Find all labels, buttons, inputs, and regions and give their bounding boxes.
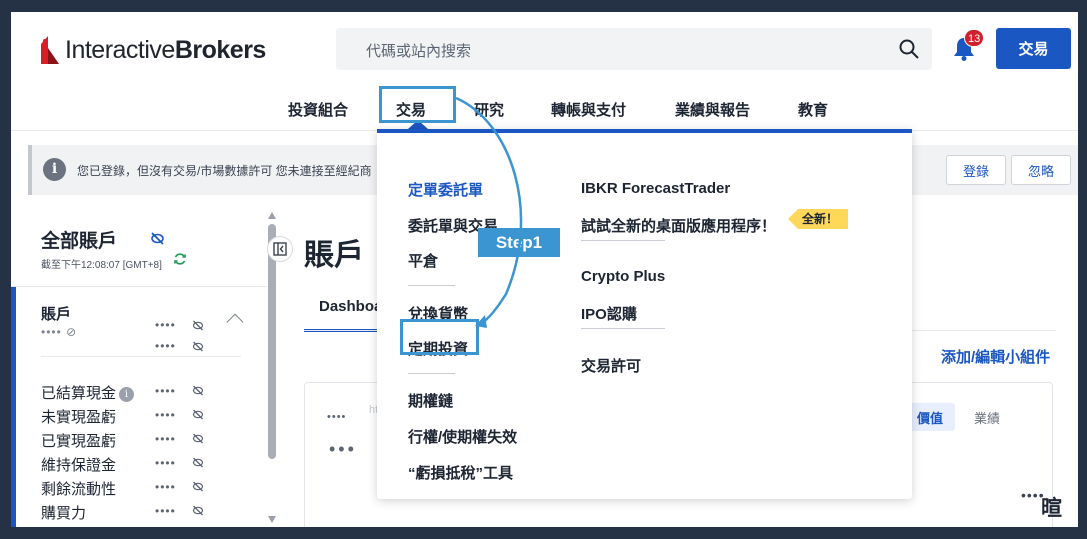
masked-value: •••• [327,411,347,423]
row-label: 已實現盈虧 [41,433,117,450]
eye-slash-icon [192,505,204,516]
menu-item-tax-loss-tool[interactable]: “虧損抵稅”工具 [408,465,514,482]
eye-slash-icon [192,457,204,468]
info-icon: i [43,158,66,181]
sidebar-scrollbar[interactable] [268,210,276,527]
trade-button[interactable]: 交易 [996,28,1071,69]
chevron-up-icon[interactable] [226,313,244,331]
menu-item-trading-permissions[interactable]: 交易許可 [581,358,642,375]
row-label: 購買力 [41,505,87,522]
value-toggle[interactable]: 價值 [905,403,955,431]
row-label: 維持保證金 [41,457,117,474]
nav-item-portfolio[interactable]: 投資組合 [288,102,349,119]
menu-item-order-entry[interactable]: 定單委託單 [408,182,484,199]
collapse-sidebar-button[interactable] [267,236,293,262]
menu-item-forecasttrader[interactable]: IBKR ForecastTrader [581,180,731,197]
account-sidebar: 全部賬戶 截至下午12:08:07 [GMT+8] 賬戶 •••• ⊘ ••••… [11,210,276,527]
eye-slash-icon [192,481,204,492]
eye-slash-icon [192,341,204,352]
menu-item-close-position[interactable]: 平倉 [408,253,439,270]
sidebar-title: 全部賬戶 [41,231,118,252]
corner-dots: •••• [1021,487,1045,503]
sidebar-divider [11,286,267,287]
account-id-masked: •••• ⊘ [41,325,78,339]
search-icon[interactable] [898,38,920,60]
highlight-recurring-investment [400,319,479,355]
notice-text: 您已登錄，但沒有交易/市場數據許可 您未連接至經紀商 [77,164,372,178]
nav-item-transfer[interactable]: 轉帳與支付 [551,102,627,119]
eye-slash-icon [192,433,204,444]
menu-item-exercise-lapse[interactable]: 行權/使期權失效 [408,429,518,446]
logo-mark-icon [41,36,59,64]
menu-item-crypto-plus[interactable]: Crypto Plus [581,268,666,285]
masked-value: •••• [155,384,176,398]
search-placeholder: 代碼或站內搜索 [366,43,472,60]
app-window: InteractiveBrokers 代碼或站內搜索 13 交易 投資組合 交易… [11,12,1078,527]
dropdown-caret [408,120,428,129]
ignore-button[interactable]: 忽略 [1011,155,1071,185]
list-item: 剩餘流動性 •••• [41,478,221,500]
account-value-masked: •••• [155,339,176,353]
refresh-icon[interactable] [173,252,187,266]
nav-item-trade[interactable]: 交易 [396,102,427,119]
menu-divider [581,240,665,241]
trade-dropdown-menu: 定單委託單 委託單與交易 平倉 兌換貨幣 定期投資 期權鏈 行權/使期權失效 “… [377,129,912,499]
corner-glyph: 暄 [1041,497,1062,520]
nav-item-reports[interactable]: 業績與報告 [675,102,751,119]
list-item: 已實現盈虧 •••• [41,430,221,452]
menu-item-option-chain[interactable]: 期權鏈 [408,393,454,410]
search-input[interactable]: 代碼或站內搜索 [336,28,932,70]
masked-value: •••• [155,456,176,470]
ib-logo[interactable]: InteractiveBrokers [39,30,266,70]
account-divider [41,356,241,357]
list-item: 購買力 •••• [41,502,221,524]
collapse-panel-icon [273,242,287,256]
timestamp: 截至下午12:08:07 [GMT+8] [41,260,162,271]
menu-divider [408,373,455,374]
row-label: 剩餘流動性 [41,481,117,498]
main-nav: 投資組合 交易 研究 轉帳與支付 業績與報告 教育 [11,90,1078,128]
eye-slash-icon [192,320,204,331]
list-item: 維持保證金 •••• [41,454,221,476]
scroll-up-icon[interactable] [268,212,276,219]
menu-divider [408,285,455,286]
selected-accent [11,287,16,527]
list-item: 未實現盈虧 •••• [41,406,221,428]
menu-divider [581,328,665,329]
masked-value: •••• [155,432,176,446]
notification-badge: 13 [964,29,985,47]
nav-item-education[interactable]: 教育 [798,102,829,119]
row-label: 股息 [41,526,71,527]
scroll-down-icon[interactable] [268,516,276,523]
performance-toggle[interactable]: 業績 [973,410,1000,426]
scroll-thumb[interactable] [268,224,276,459]
masked-value: •••• [155,408,176,422]
account-label[interactable]: 賬戶 [41,306,72,323]
masked-value: •••• [155,504,176,518]
eye-slash-icon [192,409,204,420]
row-label: 未實現盈虧 [41,409,117,426]
account-value-masked: •••• [155,318,176,332]
new-badge: 全新！ [788,209,849,229]
login-button[interactable]: 登錄 [946,155,1006,185]
info-icon[interactable]: i [119,387,135,402]
highlight-trade-nav [379,86,456,123]
page-title: 賬戶 [304,239,364,272]
menu-item-currency-exchange[interactable]: 兌換貨幣 [408,306,469,323]
row-label: 已結算現金 [41,385,117,402]
masked-value: •••• [155,480,176,494]
loading-dots: ••• [329,439,357,459]
menu-item-ipo[interactable]: IPO認購 [581,306,637,323]
eye-slash-icon [192,385,204,396]
nav-item-research[interactable]: 研究 [474,102,505,119]
add-edit-widgets-link[interactable]: 添加/編輯小組件 [941,349,1051,366]
logo-text: InteractiveBrokers [65,35,266,64]
step-label: Step1 [478,228,560,257]
eye-slash-icon[interactable] [150,232,165,245]
menu-item-desktop-app[interactable]: 試試全新的桌面版應用程序！ [581,218,777,235]
list-item: 股息 •••• [41,526,221,527]
